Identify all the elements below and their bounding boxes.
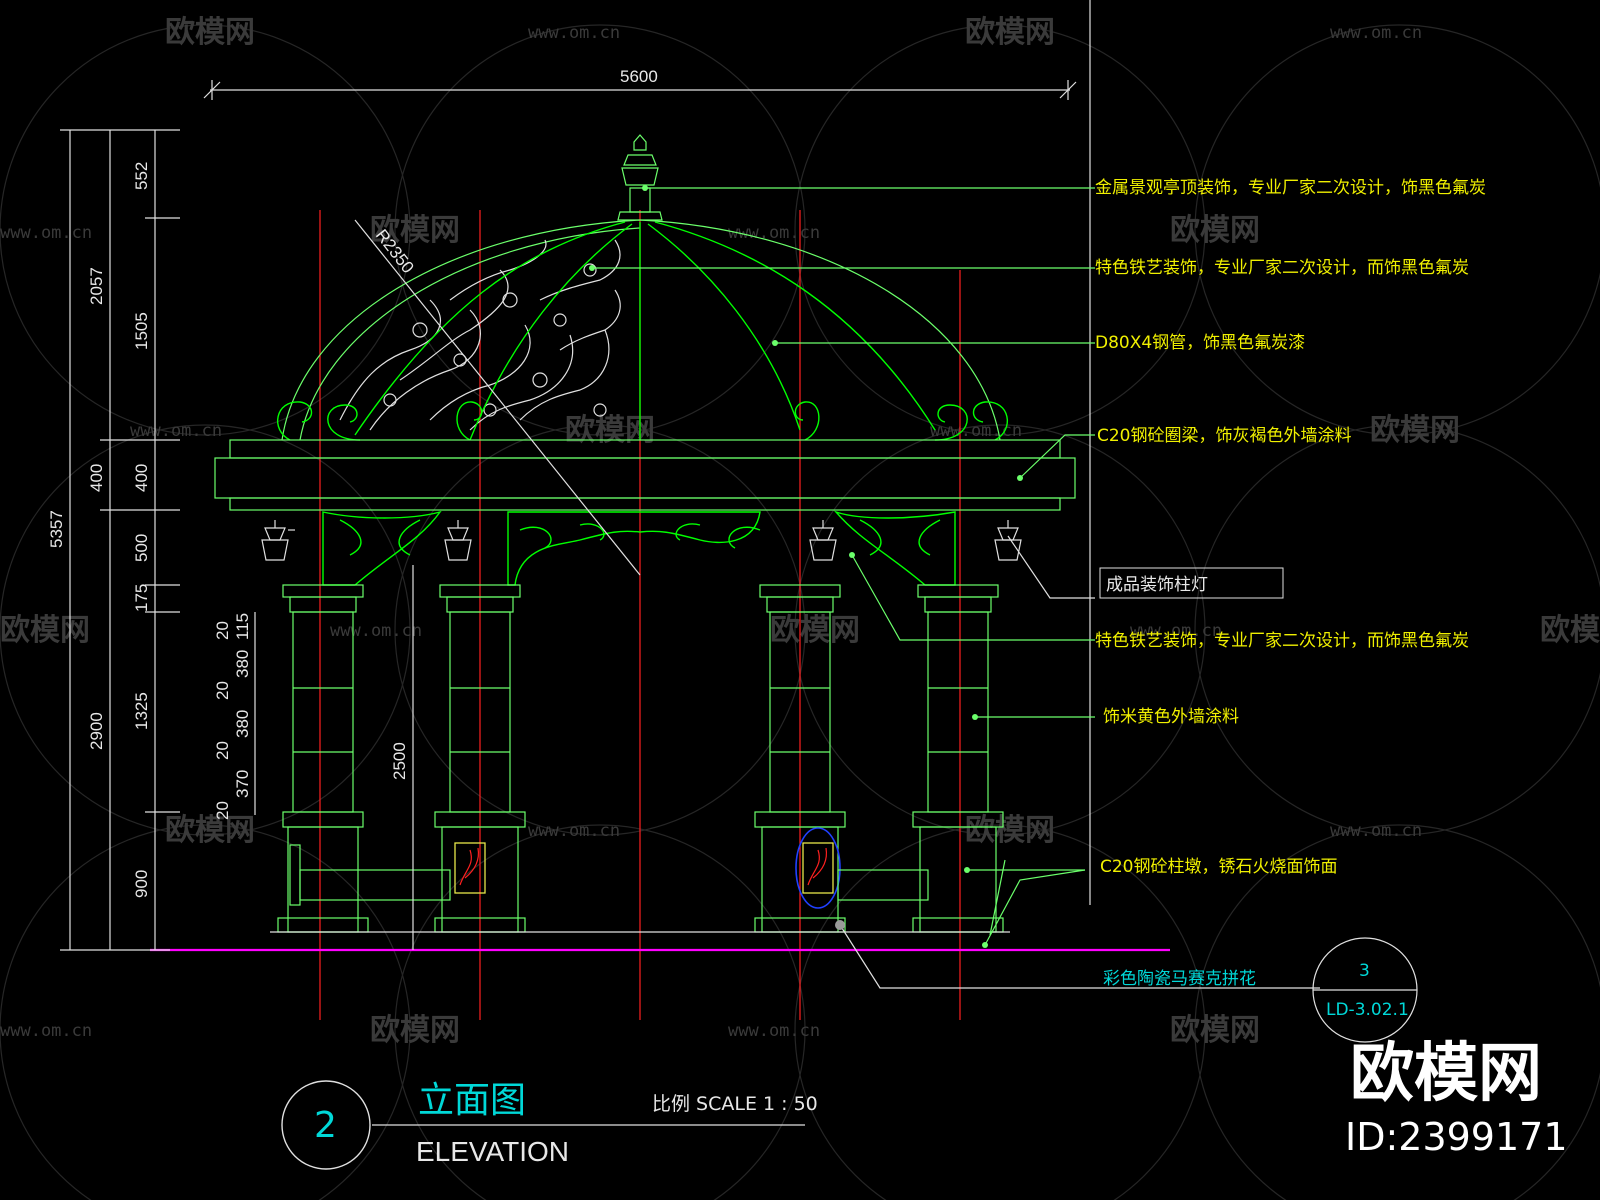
column-lamps bbox=[261, 520, 1022, 561]
dome-ribs bbox=[354, 221, 936, 441]
dome bbox=[277, 134, 1008, 441]
annotation-steel-pipe: D80X4钢管，饰黑色氟炭漆 bbox=[1095, 333, 1305, 353]
lamp-icon bbox=[261, 520, 295, 561]
title-block: 2 立面图 ELEVATION 比例 SCALE 1 : 50 bbox=[281, 1080, 818, 1170]
dim-ring-seg: 20 bbox=[213, 621, 232, 640]
leader-lines bbox=[589, 185, 1320, 989]
watermark-layer: 欧模网 www.om.cn 欧模网 www.om.cn www.om.cn 欧模… bbox=[0, 15, 1600, 1200]
dim-finial: 552 bbox=[132, 162, 151, 190]
title-en: ELEVATION bbox=[416, 1136, 569, 1167]
watermark-url: www.om.cn bbox=[528, 23, 620, 43]
column-3 bbox=[754, 584, 846, 933]
watermark-url: www.om.cn bbox=[1330, 821, 1422, 841]
lamp-icon bbox=[444, 520, 472, 561]
watermark-url: www.om.cn bbox=[130, 421, 222, 441]
watermark-logo: 欧模网 bbox=[1170, 1013, 1260, 1048]
title-scale: 比例 SCALE 1 : 50 bbox=[652, 1093, 818, 1115]
brand-name: 欧模网 bbox=[1350, 1037, 1542, 1111]
dim-dome-total: 2057 bbox=[87, 267, 106, 305]
watermark-logo: 欧模网 bbox=[0, 613, 90, 648]
lamp-icon bbox=[809, 520, 837, 561]
lamp-icon bbox=[994, 520, 1022, 561]
watermark-url: www.om.cn bbox=[0, 223, 92, 243]
detail-marker bbox=[795, 827, 841, 909]
dome-scrolls bbox=[277, 401, 1008, 441]
dim-ring-seg: 380 bbox=[233, 650, 252, 678]
detail-callout: 3 LD-3.02.1 bbox=[1312, 937, 1418, 1043]
finial bbox=[617, 134, 663, 221]
dim-frieze: 500 bbox=[132, 534, 151, 562]
watermark-url: www.om.cn bbox=[728, 1021, 820, 1041]
annotation-mosaic: 彩色陶瓷马赛克拼花 bbox=[1103, 968, 1256, 989]
watermark-url: www.om.cn bbox=[1130, 621, 1222, 641]
dim-capital: 175 bbox=[132, 584, 151, 612]
dim-ring-seg: 115 bbox=[233, 613, 252, 640]
title-cn: 立面图 bbox=[418, 1080, 526, 1121]
watermark-url: www.om.cn bbox=[1330, 23, 1422, 43]
dim-base: 900 bbox=[132, 870, 151, 898]
rail-left bbox=[299, 869, 451, 901]
dim-ring-seg: 370 bbox=[233, 770, 252, 798]
watermark-logo: 欧模网 bbox=[1540, 613, 1600, 648]
watermark-url: www.om.cn bbox=[930, 421, 1022, 441]
dim-ring-seg: 20 bbox=[213, 741, 232, 760]
dim-column-shaft: 1325 bbox=[132, 692, 151, 730]
annotation-lamp: 成品装饰柱灯 bbox=[1106, 575, 1208, 595]
annotation-finial: 金属景观亭顶装饰，专业厂家二次设计，饰黑色氟炭 bbox=[1095, 178, 1486, 198]
watermark-logo: 欧模网 bbox=[165, 15, 255, 50]
dim-dome: 1505 bbox=[132, 312, 151, 350]
watermark-logo: 欧模网 bbox=[165, 813, 255, 848]
watermark-logo: 欧模网 bbox=[370, 1013, 460, 1048]
dim-ring-seg: 380 bbox=[233, 710, 252, 738]
annotation-ring-beam: C20钢砼圈梁，饰灰褐色外墙涂料 bbox=[1097, 426, 1352, 446]
column-4 bbox=[912, 584, 1004, 933]
dim-ring-seg: 20 bbox=[213, 801, 232, 820]
title-number: 2 bbox=[314, 1105, 337, 1146]
column-2 bbox=[434, 584, 526, 933]
brand-mark: 欧模网 ID:2399171 bbox=[1345, 1037, 1568, 1159]
watermark-logo: 欧模网 bbox=[1170, 213, 1260, 248]
watermark-logo: 欧模网 bbox=[565, 413, 655, 448]
watermark-logo: 欧模网 bbox=[370, 213, 460, 248]
dimensions: 5600 5357 2057 552 1505 400 400 500 175 … bbox=[47, 67, 1077, 951]
dim-overall-width: 5600 bbox=[620, 67, 658, 86]
annotation-column-paint: 饰米黄色外墙涂料 bbox=[1103, 707, 1239, 727]
annotation-pedestal: C20钢砼柱墩，锈石火烧面饰面 bbox=[1100, 857, 1338, 877]
dim-ring-seg: 20 bbox=[213, 681, 232, 700]
annotation-ironwork-side: 特色铁艺装饰，专业厂家二次设计，而饰黑色氟炭 bbox=[1095, 631, 1469, 651]
dim-overall-height: 5357 bbox=[47, 510, 66, 548]
dome-ironwork-pattern bbox=[339, 239, 621, 431]
annotations: 金属景观亭顶装饰，专业厂家二次设计，饰黑色氟炭 特色铁艺装饰，专业厂家二次设计，… bbox=[1095, 178, 1486, 989]
watermark-logo: 欧模网 bbox=[1370, 413, 1460, 448]
dim-clear-height: 2500 bbox=[390, 742, 409, 780]
watermark-circles bbox=[0, 24, 1600, 1200]
lamp-label-box bbox=[1099, 567, 1284, 599]
brand-id: ID:2399171 bbox=[1345, 1115, 1568, 1159]
watermark-url: www.om.cn bbox=[330, 621, 422, 641]
frieze-ironwork bbox=[322, 510, 956, 586]
detail-callout-number: 3 bbox=[1359, 961, 1370, 981]
watermark-url: www.om.cn bbox=[528, 821, 620, 841]
dim-beam-inner: 400 bbox=[132, 464, 151, 492]
watermark-logo: 欧模网 bbox=[965, 813, 1055, 848]
watermark-logo: 欧模网 bbox=[965, 15, 1055, 50]
ring-beam bbox=[214, 439, 1076, 511]
dome-outline bbox=[281, 219, 1001, 441]
dim-beam-outer: 400 bbox=[87, 464, 106, 492]
annotation-ironwork-top: 特色铁艺装饰，专业厂家二次设计，而饰黑色氟炭 bbox=[1095, 258, 1469, 278]
dim-column-outer: 2900 bbox=[87, 712, 106, 750]
rail-right bbox=[837, 869, 929, 901]
detail-callout-sheet: LD-3.02.1 bbox=[1326, 1000, 1409, 1020]
watermark-url: www.om.cn bbox=[0, 1021, 92, 1041]
watermark-logo: 欧模网 bbox=[770, 613, 860, 648]
watermark-url: www.om.cn bbox=[728, 223, 820, 243]
